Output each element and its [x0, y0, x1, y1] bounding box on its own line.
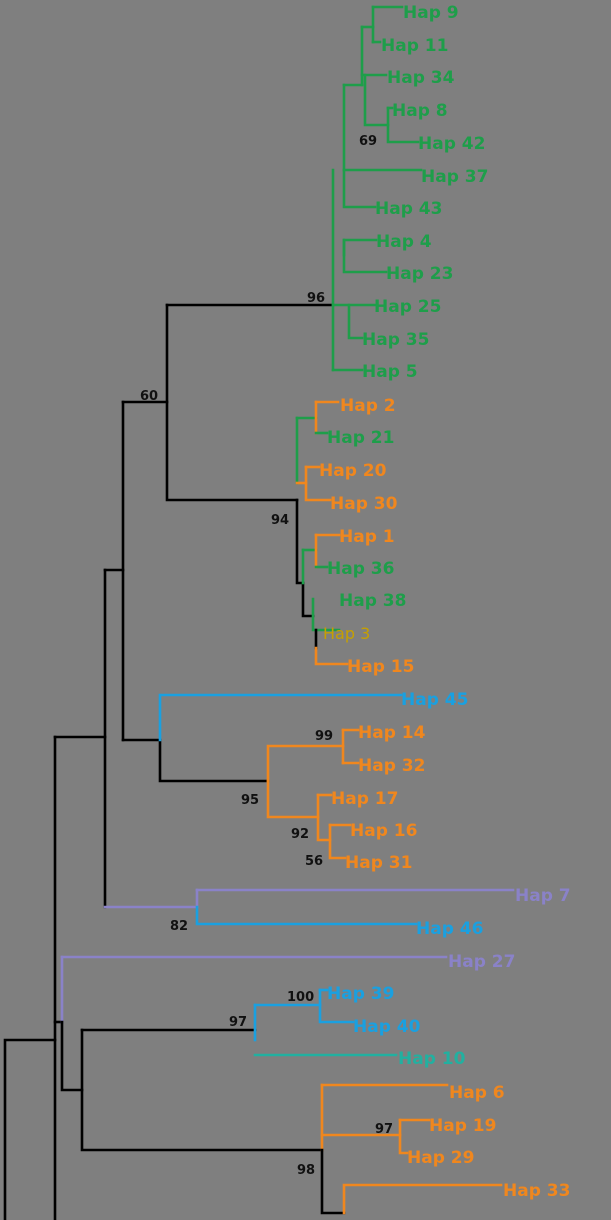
- taxon-label: Hap 6: [449, 1083, 505, 1103]
- tree-branch: [121, 738, 270, 783]
- tree-branch: [158, 693, 403, 742]
- tree-branch: [331, 303, 364, 340]
- tree-branch: [266, 779, 320, 819]
- taxon-labels: Hap 9 Hap 11 Hap 34 Hap 8 Hap 42 Hap 37 …: [319, 3, 571, 1201]
- tree-branch: [80, 1028, 324, 1152]
- support-value: 100: [287, 990, 314, 1005]
- tree-branch: [295, 498, 305, 585]
- taxon-label: Hap 20: [319, 461, 387, 481]
- taxon-label: Hap 14: [358, 723, 426, 743]
- taxon-label: Hap 8: [392, 101, 448, 121]
- taxon-label: Hap 45: [401, 690, 468, 710]
- tree-branch: [328, 823, 347, 860]
- taxon-label: Hap 4: [376, 232, 432, 252]
- tree-branch: [342, 1183, 503, 1215]
- tree-branch: [386, 106, 420, 144]
- taxon-label: Hap 35: [362, 330, 429, 350]
- taxon-label: Hap 17: [331, 789, 398, 809]
- taxon-label: Hap 25: [374, 297, 441, 317]
- support-value: 97: [375, 1122, 393, 1137]
- support-value: 99: [315, 729, 333, 744]
- taxon-label: Hap 40: [353, 1017, 421, 1037]
- support-value: 92: [291, 827, 309, 842]
- taxon-label: Hap 29: [407, 1148, 474, 1168]
- tree-branch: [3, 1038, 57, 1220]
- taxon-label: Hap 33: [503, 1181, 570, 1201]
- taxon-label: Hap 16: [350, 821, 417, 841]
- taxon-label: Hap 11: [381, 36, 448, 56]
- tree-branch: [165, 303, 299, 502]
- taxon-label: Hap 9: [403, 3, 459, 23]
- support-value: 97: [229, 1015, 247, 1030]
- support-value: 95: [241, 793, 259, 808]
- taxon-label: Hap 23: [386, 264, 453, 284]
- tree-branch: [304, 465, 332, 502]
- tree-branch: [301, 581, 315, 618]
- tree-branch: [311, 597, 341, 632]
- taxon-label: Hap 2: [340, 396, 396, 416]
- tree-branch: [266, 744, 345, 783]
- tree-branch: [316, 793, 332, 842]
- taxon-label: Hap 46: [416, 919, 483, 939]
- support-value: 96: [307, 291, 325, 306]
- taxon-label: Hap 37: [421, 167, 488, 187]
- taxon-label: Hap 15: [347, 657, 414, 677]
- taxon-label: Hap 3: [323, 624, 370, 643]
- taxon-label: Hap 27: [448, 952, 515, 972]
- support-values: 69 96 60 94 99 95 92 56 82 100 97 97 98: [140, 134, 393, 1178]
- taxon-label: Hap 38: [339, 591, 406, 611]
- support-value: 60: [140, 389, 158, 404]
- taxon-label: Hap 43: [375, 199, 442, 219]
- taxon-label: Hap 10: [398, 1049, 466, 1069]
- tree-branch: [398, 1118, 409, 1155]
- support-value: 82: [170, 919, 188, 934]
- tree-branches: [3, 5, 515, 1220]
- support-value: 69: [359, 134, 377, 149]
- tree-branch: [60, 1020, 84, 1092]
- tree-branch: [363, 73, 390, 127]
- tree-branch: [314, 646, 349, 666]
- taxon-label: Hap 21: [327, 428, 394, 448]
- taxon-label: Hap 5: [362, 362, 418, 382]
- taxon-label: Hap 31: [345, 853, 412, 873]
- taxon-label: Hap 32: [358, 756, 425, 776]
- taxon-label: Hap 1: [339, 527, 395, 547]
- taxon-label: Hap 39: [327, 984, 394, 1004]
- tree-branch: [195, 905, 418, 926]
- taxon-label: Hap 36: [327, 559, 394, 579]
- tree-branch: [320, 1148, 346, 1215]
- tree-branch: [342, 238, 378, 257]
- taxon-label: Hap 7: [515, 886, 571, 906]
- taxon-label: Hap 30: [330, 494, 398, 514]
- support-value: 94: [271, 513, 289, 528]
- support-value: 98: [297, 1163, 315, 1178]
- tree-branch: [318, 988, 355, 1024]
- support-value: 56: [305, 854, 323, 869]
- taxon-label: Hap 34: [387, 68, 455, 88]
- taxon-label: Hap 19: [429, 1116, 496, 1136]
- tree-branch: [342, 168, 377, 209]
- tree-branch: [342, 238, 388, 274]
- taxon-label: Hap 42: [418, 134, 485, 154]
